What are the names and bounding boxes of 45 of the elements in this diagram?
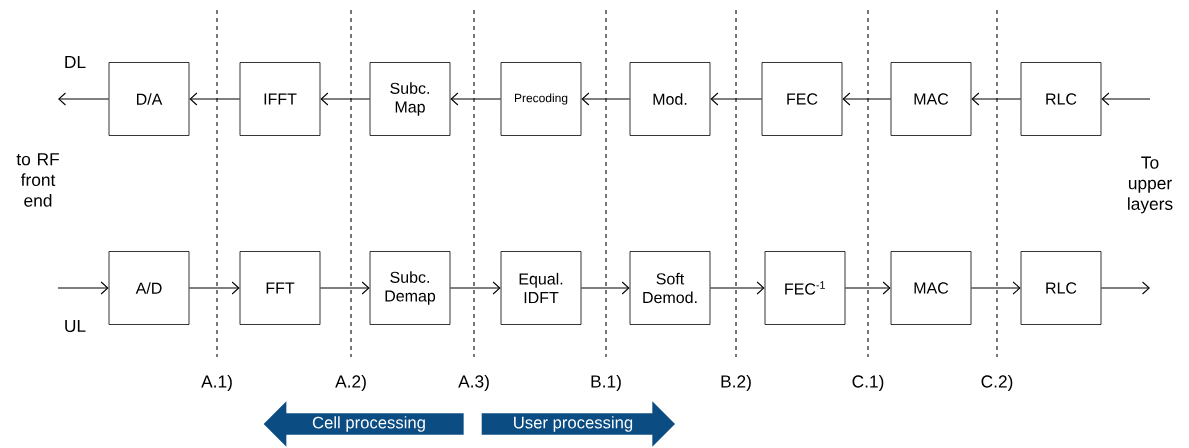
arrow: [710, 92, 763, 106]
arrow: [57, 281, 109, 295]
arrow: [709, 281, 765, 295]
process-box: IFFT: [239, 62, 321, 136]
process-box: MAC: [890, 251, 972, 325]
text-label: A.3): [458, 374, 489, 392]
text-label: DL: [65, 56, 86, 68]
arrow: [188, 281, 240, 295]
arrow: [970, 281, 1021, 295]
arrow: [581, 92, 631, 106]
process-box: FFT: [239, 251, 321, 325]
text-label: B.2): [721, 374, 751, 392]
text-label: A.2): [335, 374, 366, 392]
process-box: Equal. IDFT: [500, 251, 582, 325]
arrow: [450, 92, 502, 106]
process-box: Soft Demod.: [629, 251, 711, 325]
text-label: To upper layers: [1128, 156, 1173, 214]
text-label: C.2): [981, 374, 1013, 392]
process-box: Precoding: [500, 62, 582, 136]
process-box: A/D: [108, 251, 190, 325]
arrow: [189, 92, 241, 106]
process-box: MAC: [890, 62, 972, 136]
arrow: [319, 281, 370, 295]
arrow: [449, 281, 501, 295]
arrow: [842, 92, 892, 106]
arrow: [320, 92, 371, 106]
process-box: RLC: [1020, 251, 1102, 325]
arrow: [1101, 92, 1151, 106]
text-label: B.1): [591, 374, 621, 392]
process-box: FEC$^{-1}$: [764, 251, 846, 325]
process-box: Mod.: [629, 62, 711, 136]
process-box: FEC: [761, 62, 843, 136]
arrow: [971, 92, 1022, 106]
text-label: C.1): [852, 374, 884, 392]
arrow: [1100, 281, 1150, 295]
process-box: RLC: [1020, 62, 1102, 136]
process-box: Subc. Map: [369, 62, 451, 136]
arrow: [580, 281, 630, 295]
arrow: [58, 92, 110, 106]
process-box: D/A: [108, 62, 190, 136]
arrow: [844, 281, 891, 295]
process-box: Subc. Demap: [369, 251, 451, 325]
text-label: A.1): [201, 374, 232, 392]
text-label: to RF front end: [16, 153, 59, 207]
text-label: UL: [65, 319, 86, 333]
